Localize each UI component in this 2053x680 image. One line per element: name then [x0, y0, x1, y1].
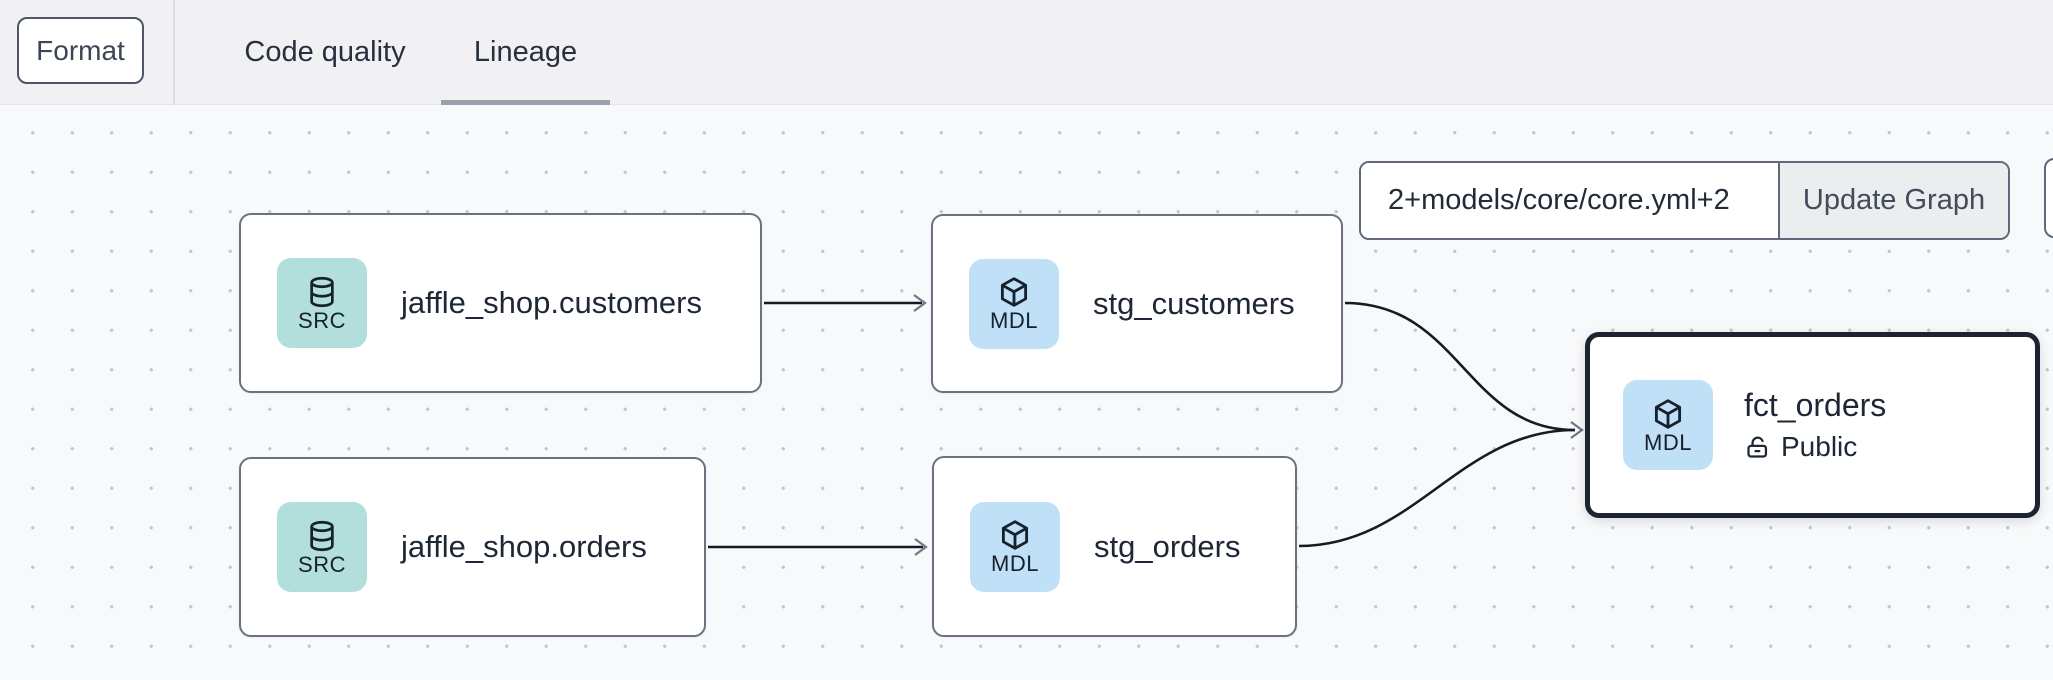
- selector-input[interactable]: [1361, 163, 1778, 238]
- arrowhead: [1570, 421, 1584, 439]
- node-label: jaffle_shop.orders: [401, 529, 647, 564]
- node-label: stg_customers: [1093, 285, 1295, 321]
- node-type-label: MDL: [991, 551, 1039, 576]
- arrowhead: [914, 538, 928, 556]
- arrowhead: [913, 294, 927, 312]
- graph-controls: Update Graph: [1359, 161, 2010, 240]
- access-label: Public: [1781, 431, 1858, 462]
- node-text-block: fct_orders Public: [1744, 387, 1886, 463]
- database-icon: [310, 276, 334, 307]
- node-fct-orders[interactable]: MDL fct_orders Public: [1585, 332, 2040, 518]
- node-label: jaffle_shop.customers: [401, 285, 702, 320]
- node-type-label: SRC: [298, 307, 346, 333]
- source-badge: SRC: [277, 258, 367, 348]
- clipped-control[interactable]: [2044, 158, 2053, 238]
- tab-lineage[interactable]: Lineage: [441, 0, 610, 105]
- update-graph-button[interactable]: Update Graph: [1778, 163, 2008, 238]
- cube-icon: [1001, 520, 1029, 550]
- unlock-icon: [1747, 436, 1768, 458]
- node-type-label: MDL: [990, 308, 1038, 333]
- editor-toolbar: Format Code quality Lineage: [0, 0, 2053, 105]
- cube-icon: [1000, 277, 1028, 307]
- edge-stgorders-to-fct: [1298, 428, 1576, 548]
- toolbar-divider: [173, 0, 175, 105]
- node-type-label: SRC: [298, 551, 346, 577]
- access-row: Public: [1744, 431, 1886, 463]
- tab-code-quality-label: Code quality: [244, 36, 406, 68]
- format-button[interactable]: Format: [17, 17, 144, 84]
- node-stg-customers[interactable]: MDL stg_customers: [931, 214, 1343, 393]
- model-badge: MDL: [969, 258, 1059, 349]
- tab-code-quality[interactable]: Code quality: [232, 0, 418, 105]
- node-stg-orders[interactable]: MDL stg_orders: [932, 456, 1297, 637]
- source-badge: SRC: [277, 502, 367, 592]
- node-label: fct_orders: [1744, 387, 1887, 423]
- node-jaffle-shop-customers[interactable]: SRC jaffle_shop.customers: [239, 213, 762, 393]
- tab-lineage-label: Lineage: [473, 36, 578, 68]
- node-label: stg_orders: [1094, 528, 1241, 564]
- node-jaffle-shop-orders[interactable]: SRC jaffle_shop.orders: [239, 457, 706, 637]
- node-type-label: MDL: [1644, 429, 1692, 455]
- lineage-canvas[interactable]: SRC jaffle_shop.customers MDL stg_custom…: [0, 105, 2053, 680]
- edge-stgcustomers-to-fct: [1344, 301, 1576, 432]
- model-badge: MDL: [970, 501, 1060, 592]
- model-badge: MDL: [1623, 380, 1713, 470]
- database-icon: [310, 520, 334, 551]
- cube-icon: [1654, 398, 1682, 429]
